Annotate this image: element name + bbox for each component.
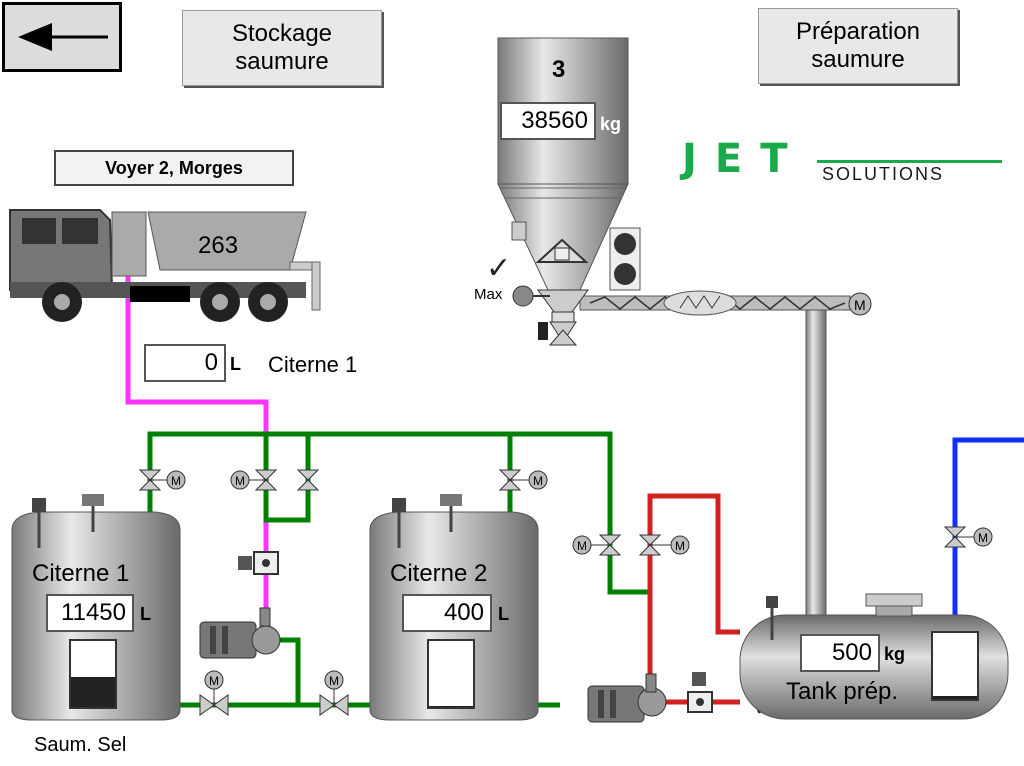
red-pipe bbox=[647, 493, 740, 690]
svg-text:M: M bbox=[235, 474, 245, 488]
silo-number: 3 bbox=[552, 56, 566, 83]
screw-conveyor: M bbox=[579, 290, 872, 316]
silo-max-label: Max bbox=[474, 286, 503, 303]
truck-location-text: Voyer 2, Morges bbox=[105, 157, 243, 178]
valve-blue-icon[interactable]: M bbox=[943, 526, 993, 548]
svg-text:M: M bbox=[675, 539, 685, 553]
preparation-saumure-button[interactable]: Préparation saumure bbox=[758, 8, 958, 84]
stockage-label-line1: Stockage bbox=[231, 20, 333, 47]
blue-pipe bbox=[952, 437, 1024, 615]
citerne2-volume-value: 400 bbox=[402, 594, 492, 632]
stockage-label-line2: saumure bbox=[235, 48, 329, 75]
flowmeter-red-icon bbox=[687, 672, 713, 713]
truck bbox=[9, 209, 321, 322]
back-button[interactable] bbox=[2, 2, 122, 72]
pump-citerne-icon[interactable] bbox=[199, 607, 281, 659]
valve-bypass-icon[interactable] bbox=[296, 469, 320, 491]
truck-flow-value: 0 bbox=[144, 344, 226, 382]
valve-citerne1-inlet-icon[interactable]: M bbox=[138, 469, 186, 491]
tank-weight-value: 500 bbox=[800, 634, 880, 672]
citerne1-level-fill bbox=[71, 677, 115, 707]
citerne2-volume-unit: L bbox=[498, 604, 509, 624]
citerne1-name: Citerne 1 bbox=[32, 560, 130, 587]
truck-location-label: Voyer 2, Morges bbox=[54, 150, 294, 186]
valves: M M M M M M bbox=[138, 469, 993, 716]
truck-load-value: 263 bbox=[198, 232, 239, 259]
conveyor-column bbox=[805, 304, 827, 616]
silo-check-icon: ✓ bbox=[486, 251, 511, 286]
truck-destination-label: Citerne 1 bbox=[268, 352, 358, 377]
silo-max-sensor-icon bbox=[512, 285, 534, 307]
truck-flow-unit: L bbox=[230, 354, 241, 374]
flowmeter-magenta-icon bbox=[238, 551, 279, 575]
silo-weight-value: 38560 bbox=[500, 102, 596, 140]
tank-name: Tank prép. bbox=[786, 678, 899, 705]
svg-text:M: M bbox=[978, 531, 988, 545]
citerne2-level-window bbox=[427, 639, 475, 709]
valve-citerne2-outlet-icon[interactable]: M bbox=[319, 670, 349, 716]
citerne2-name: Citerne 2 bbox=[390, 560, 488, 587]
left-arrow-icon bbox=[18, 23, 108, 51]
preparation-label-line1: Préparation bbox=[795, 18, 921, 45]
svg-text:M: M bbox=[171, 474, 181, 488]
valve-red-icon[interactable]: M bbox=[638, 534, 690, 556]
valve-citerne1-outlet-icon[interactable]: M bbox=[199, 670, 229, 716]
valve-green-tank-icon[interactable]: M bbox=[572, 534, 622, 556]
svg-text:M: M bbox=[209, 674, 219, 688]
citerne2-level-fill bbox=[429, 706, 473, 707]
valve-magenta-icon[interactable]: M bbox=[230, 469, 278, 491]
tank-weight-unit: kg bbox=[884, 644, 906, 664]
conveyor-motor-icon[interactable] bbox=[848, 292, 872, 316]
tank-level-window bbox=[931, 631, 979, 701]
svg-text:M: M bbox=[577, 539, 587, 553]
stockage-saumure-button[interactable]: Stockage saumure bbox=[182, 10, 382, 86]
svg-text:M: M bbox=[533, 474, 543, 488]
svg-text:M: M bbox=[854, 297, 866, 313]
svg-text:M: M bbox=[329, 674, 339, 688]
tank-level-fill bbox=[933, 696, 977, 699]
citerne1-volume-unit: L bbox=[140, 604, 151, 624]
silo-weight-unit: kg bbox=[600, 114, 622, 134]
logo-text: JET bbox=[682, 136, 806, 182]
pump-tank-icon[interactable] bbox=[587, 673, 667, 723]
citerne1-volume-value: 11450 bbox=[46, 594, 134, 632]
jet-logo: JET SOLUTIONS bbox=[682, 136, 1002, 186]
traffic-light-icon bbox=[609, 227, 641, 291]
preparation-label-line2: saumure bbox=[811, 46, 905, 73]
citerne1-content-label: Saum. Sel bbox=[34, 734, 127, 756]
valve-citerne2-inlet-icon[interactable]: M bbox=[498, 469, 548, 491]
logo-subtext: SOLUTIONS bbox=[822, 164, 945, 184]
